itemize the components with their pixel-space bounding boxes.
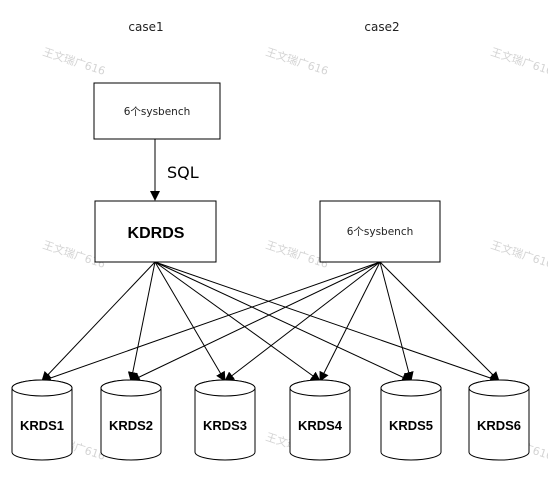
edge-sysbench-case2-to-krds5 bbox=[379, 261, 414, 382]
database-krds1: KRDS1 bbox=[11, 379, 73, 461]
watermark-text: 王文瑞广616 bbox=[489, 45, 548, 78]
fanout-edges bbox=[41, 261, 500, 383]
edge-sysbench-case2-to-krds1 bbox=[41, 261, 381, 383]
case1-label: case1 bbox=[128, 20, 163, 34]
database-label-krds4: KRDS4 bbox=[298, 418, 343, 433]
database-cylinder-top bbox=[468, 379, 530, 397]
database-krds3: KRDS3 bbox=[194, 379, 256, 461]
sql-edge-label: SQL bbox=[167, 163, 199, 182]
sysbench-case1-box bbox=[93, 82, 221, 140]
database-label-krds3: KRDS3 bbox=[203, 418, 247, 433]
database-cylinder-top bbox=[194, 379, 256, 397]
database-cylinder-top bbox=[100, 379, 162, 397]
edge-sysbench-case2-to-krds4 bbox=[319, 261, 381, 382]
database-krds6: KRDS6 bbox=[468, 379, 530, 461]
sysbench-case1-label: 6个sysbench bbox=[124, 106, 191, 118]
database-label-krds5: KRDS5 bbox=[389, 418, 433, 433]
case2-label: case2 bbox=[364, 20, 399, 34]
watermark-text: 王文瑞广616 bbox=[264, 45, 330, 78]
edge-sysbench-case2-to-krds6 bbox=[379, 261, 500, 382]
database-krds2: KRDS2 bbox=[100, 379, 162, 461]
database-label-krds6: KRDS6 bbox=[477, 418, 521, 433]
database-label-krds2: KRDS2 bbox=[109, 418, 153, 433]
edge-kdrds-to-krds2 bbox=[127, 261, 156, 382]
edge-kdrds-to-krds4 bbox=[154, 261, 321, 382]
kdrds-label: KDRDS bbox=[128, 225, 185, 242]
edge-kdrds-to-krds6 bbox=[154, 261, 500, 383]
watermark-text: 王文瑞广616 bbox=[41, 45, 107, 78]
database-cylinder-top bbox=[289, 379, 351, 397]
database-krds5: KRDS5 bbox=[380, 379, 442, 461]
edge-kdrds-to-krds5 bbox=[154, 261, 412, 382]
watermark-text: 王文瑞广616 bbox=[489, 238, 548, 271]
edge-sysbench-case2-to-krds3 bbox=[224, 261, 381, 382]
edge-sysbench-case2-to-krds2 bbox=[130, 261, 381, 382]
edge-kdrds-to-krds3 bbox=[154, 261, 226, 382]
sysbench-case2-label: 6个sysbench bbox=[347, 226, 414, 238]
database-cylinder-top bbox=[11, 379, 73, 397]
database-label-krds1: KRDS1 bbox=[20, 418, 64, 433]
edge-kdrds-to-krds1 bbox=[41, 261, 156, 382]
database-group: KRDS1 KRDS2 KRDS3 KRDS4 KRDS5 KRDS6 bbox=[11, 379, 530, 461]
database-krds4: KRDS4 bbox=[289, 379, 351, 461]
database-cylinder-top bbox=[380, 379, 442, 397]
